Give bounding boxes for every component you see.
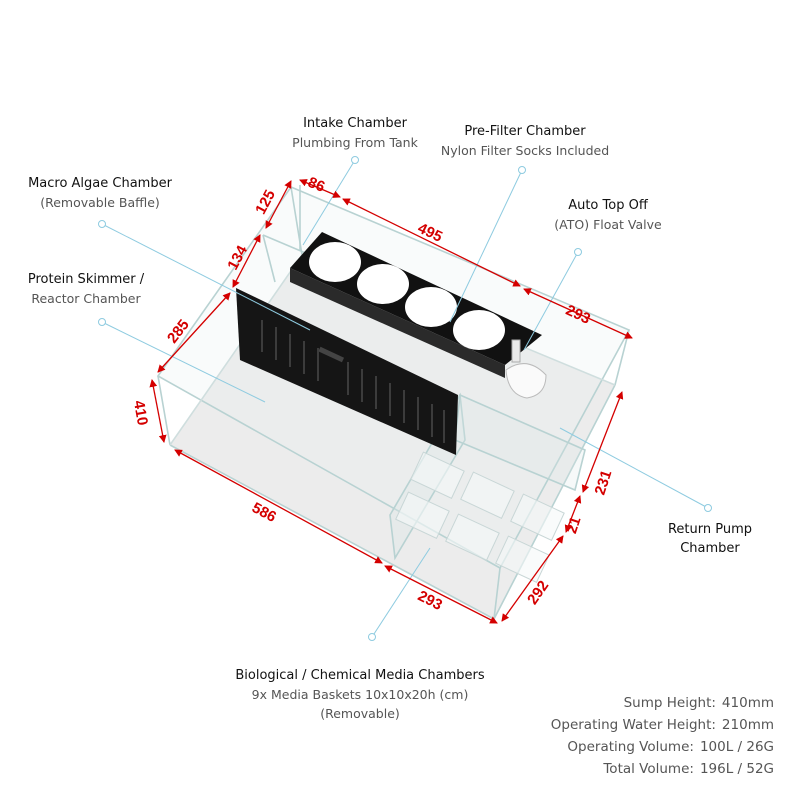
spec-value: 410mm [721,695,774,711]
dim-292: 292 [524,578,552,608]
spec-value: 210mm [721,717,774,733]
prefilter-title: Pre-Filter Chamber [464,124,586,139]
spec-value: 100L / 26G [699,739,774,755]
media-title: Biological / Chemical Media Chambers [235,668,485,683]
spec-value: 196L / 52G [699,761,774,777]
spec-row: Total Volume: 196L / 52G [551,758,774,780]
label-media-chambers: Biological / Chemical Media Chambers 9x … [210,666,510,723]
macro-title: Macro Algae Chamber [28,176,172,191]
spec-row: Operating Volume: 100L / 26G [551,736,774,758]
dim-231: 231 [592,468,616,497]
return-line2: Chamber [680,541,740,556]
label-macro-algae-chamber: Macro Algae Chamber (Removable Baffle) [20,174,180,212]
spec-row: Operating Water Height: 210mm [551,714,774,736]
ato-float-valve [505,339,547,399]
media-sub1: 9x Media Baskets 10x10x20h (cm) [251,687,469,702]
dim-586: 586 [249,499,279,526]
specifications: Sump Height: 410mm Operating Water Height… [551,692,774,780]
dim-410: 410 [130,399,151,427]
skimmer-title: Protein Skimmer / [27,272,145,287]
dim-21: 21 [563,515,584,536]
return-line1: Return Pump [667,522,753,537]
spec-key: Operating Volume: [567,739,694,755]
ato-sub: (ATO) Float Valve [554,217,662,232]
macro-sub: (Removable Baffle) [40,195,160,210]
label-prefilter-chamber: Pre-Filter Chamber Nylon Filter Socks In… [440,122,610,160]
skimmer-sub: Reactor Chamber [31,291,141,306]
dim-293-bottom: 293 [415,587,445,614]
intake-title: Intake Chamber [303,116,407,131]
spec-key: Sump Height: [623,695,716,711]
macro-algae-baffle [236,288,458,455]
spec-key: Operating Water Height: [550,717,716,733]
label-protein-skimmer: Protein Skimmer / Reactor Chamber [16,270,156,308]
label-intake-chamber: Intake Chamber Plumbing From Tank [280,114,430,152]
intake-sub: Plumbing From Tank [292,135,418,150]
label-auto-top-off: Auto Top Off (ATO) Float Valve [538,196,678,234]
prefilter-sub: Nylon Filter Socks Included [440,143,610,158]
dimension-lines [149,179,633,624]
spec-key: Total Volume: [603,761,694,777]
dim-86: 86 [305,174,327,196]
spec-row: Sump Height: 410mm [551,692,774,714]
media-sub2: (Removable) [320,706,400,721]
ato-title: Auto Top Off [568,198,648,213]
label-return-pump-chamber: Return Pump Chamber [650,520,770,558]
